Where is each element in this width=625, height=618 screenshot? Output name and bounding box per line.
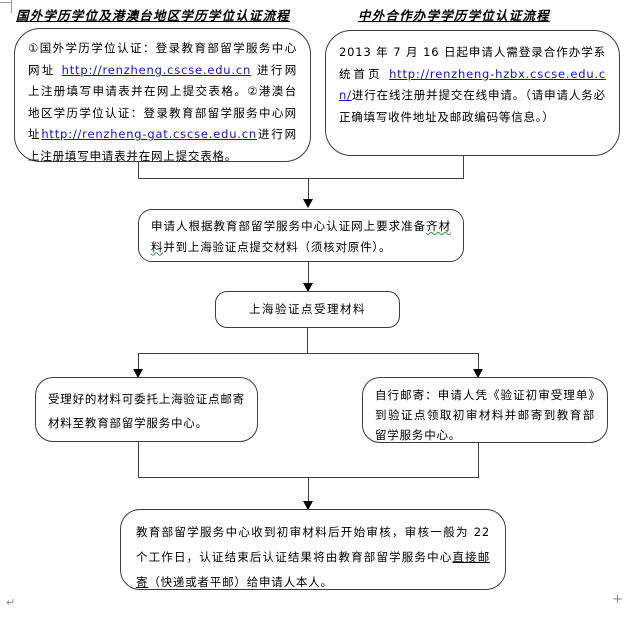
connector-split [138,353,479,355]
flow-box-self-mailing: 自行邮寄：申请人凭《验证初审受理单》到验证点领取初审材料并邮寄到教育部留学服务中… [362,377,608,443]
flow-box-coop-register: 2013 年 7 月 16 日起申请人需登录合作办学系统首页 http://re… [325,30,620,156]
renzheng-link[interactable]: http://renzheng.cscse.edu.cn [61,62,252,77]
plus-mark-icon: + [612,592,623,607]
flow-box-review-result: 教育部留学服务中心收到初审材料后开始审核，审核一般为 22 个工作日，认证结束后… [120,509,506,590]
abroad-text-3: ②港澳台地区学历学位认证：登录教育部留学服务中心网址 [28,84,297,141]
text-boundary-corner-mark [11,0,12,13]
connector-left-top [138,162,140,179]
flow-box-prepare-materials: 申请人根据教育部留学服务中心认证网上要求准备齐材料并到上海验证点提交材料（须核对… [138,209,464,262]
abroad-text-1: ①国外学历学位认证：登录教育部留学服务中心网址 [28,41,297,77]
connector-from-entrust [138,442,140,478]
coop-text-1: 2013 年 7 月 16 日起申请人需登录合作办学系统首页 [339,45,606,81]
arrow-down-icon [303,501,313,510]
connector-top-merge [138,178,464,180]
renzheng-hzbx-link[interactable]: http://renzheng-hzbx.cscse.edu.cn/ [339,66,606,103]
connector-to-entrust [138,353,140,370]
accept-text: 上海验证点受理材料 [249,302,366,316]
review-text-2: （快递或者平邮）给申请人本人。 [148,575,333,589]
title-coop-process: 中外合作办学学历学位认证流程 [358,8,550,23]
connector-right-top [463,156,465,179]
connector-to-prepare [308,178,310,200]
arrow-down-icon [473,369,483,378]
coop-text-2: 进行在线注册并提交在线申请。（请申请人务必正确填写收件地址及邮政编码等信息。） [339,88,606,124]
abroad-text-2: 进行网上注册填写申请表并在网上提交表格。 [28,62,298,99]
connector-to-review [308,477,310,502]
flow-box-entrust-mailing: 受理好的材料可委托上海验证点邮寄材料至教育部留学服务中心。 [35,377,258,442]
arrow-down-icon [303,199,313,208]
paragraph-mark-icon: ↵ [6,596,16,609]
prepare-text-2: 并到上海验证点提交材料（须核对原件）。 [163,239,392,254]
text-boundary-corner-mark [0,2,11,3]
review-text-1: 教育部留学服务中心收到初审材料后开始审核，审核一般为 22 个工作日，认证结束后… [136,525,490,564]
flow-box-accept-materials: 上海验证点受理材料 [215,291,400,328]
arrow-down-icon [133,369,143,378]
prepare-spellcheck-text: 齐材料 [151,219,451,254]
entrust-text: 受理好的材料可委托上海验证点邮寄材料至教育部留学服务中心。 [48,392,245,430]
arrow-down-icon [303,283,313,292]
connector-from-selfmail [478,443,480,478]
review-underlined-text: 直接邮寄 [136,550,491,589]
prepare-text-1: 申请人根据教育部留学服务中心认证网上要求准备 [151,219,427,233]
connector-to-accept [308,262,310,284]
connector-to-selfmail [478,353,480,370]
flow-box-abroad-register: ①国外学历学位认证：登录教育部留学服务中心网址 http://renzheng.… [14,28,311,163]
self-mail-text: 自行邮寄：申请人凭《验证初审受理单》到验证点领取初审材料并邮寄到教育部留学服务中… [375,388,595,442]
title-foreign-process: 国外学历学位及港澳台地区学历学位认证流程 [16,8,291,23]
abroad-text-4: 进行网上注册填写申请表并在网上提交表格。 [28,127,297,163]
renzheng-gat-link[interactable]: http://renzheng-gat.cscse.edu.cn [41,127,257,141]
connector-from-accept [307,328,309,354]
